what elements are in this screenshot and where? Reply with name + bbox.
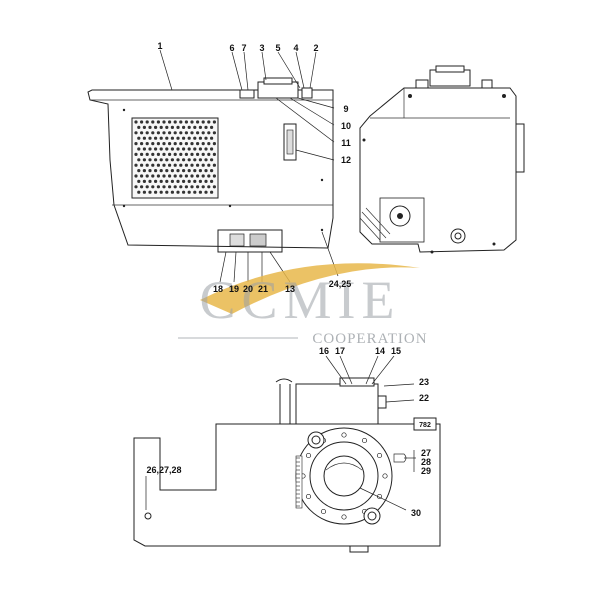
callout-label: 16 [319,346,329,356]
callout-label: 10 [341,121,351,131]
callout-label: 2 [313,43,318,53]
callout-label: 4 [293,43,298,53]
top-view-housing [295,383,379,425]
watermark-brand: CCMIE [199,270,400,330]
tank-top-view [133,377,441,553]
callout-label: 21 [258,284,268,294]
callout-label: 23 [419,377,429,387]
callout-label: 15 [391,346,401,356]
bottom-leaders [145,355,416,511]
callout-label: 11 [341,138,351,148]
callout-label: 1 [157,41,162,51]
callout-label: 12 [341,155,351,165]
callout-label: 29 [421,466,431,476]
ref-box [413,417,437,431]
callout-labels: 1 6 7 3 5 4 2 9 10 11 12 18 19 20 21 13 … [146,41,431,518]
ref-box-label: 782 [419,422,431,429]
callout-label: 5 [275,43,280,53]
callout-label: 3 [259,43,264,53]
watermark-subtitle: COOPERATION [312,331,427,347]
watermark-logo: CCMIE COOPERATION [178,263,427,347]
flange-inner [323,455,365,497]
callout-label: 26,27,28 [146,465,181,475]
callout-label: 19 [229,284,239,294]
callout-label: 28 [421,457,431,467]
tank-end-view [359,65,525,254]
callout-label: 17 [335,346,345,356]
callout-label: 6 [229,43,234,53]
callout-label: 27 [421,448,431,458]
grille-holes [134,120,216,194]
callout-label: 18 [213,284,223,294]
callout-label: 24,25 [329,279,352,289]
callout-label: 22 [419,393,429,403]
callout-label: 20 [243,284,253,294]
watermark-swoosh [200,263,420,314]
side-panel-view [87,77,334,253]
valve-block [217,229,283,253]
callout-label: 30 [411,508,421,518]
callout-label: 9 [343,104,348,114]
top-left-leaders [159,49,339,283]
callout-label: 14 [375,346,385,356]
callout-label: 7 [241,43,246,53]
callout-label: 13 [285,284,295,294]
